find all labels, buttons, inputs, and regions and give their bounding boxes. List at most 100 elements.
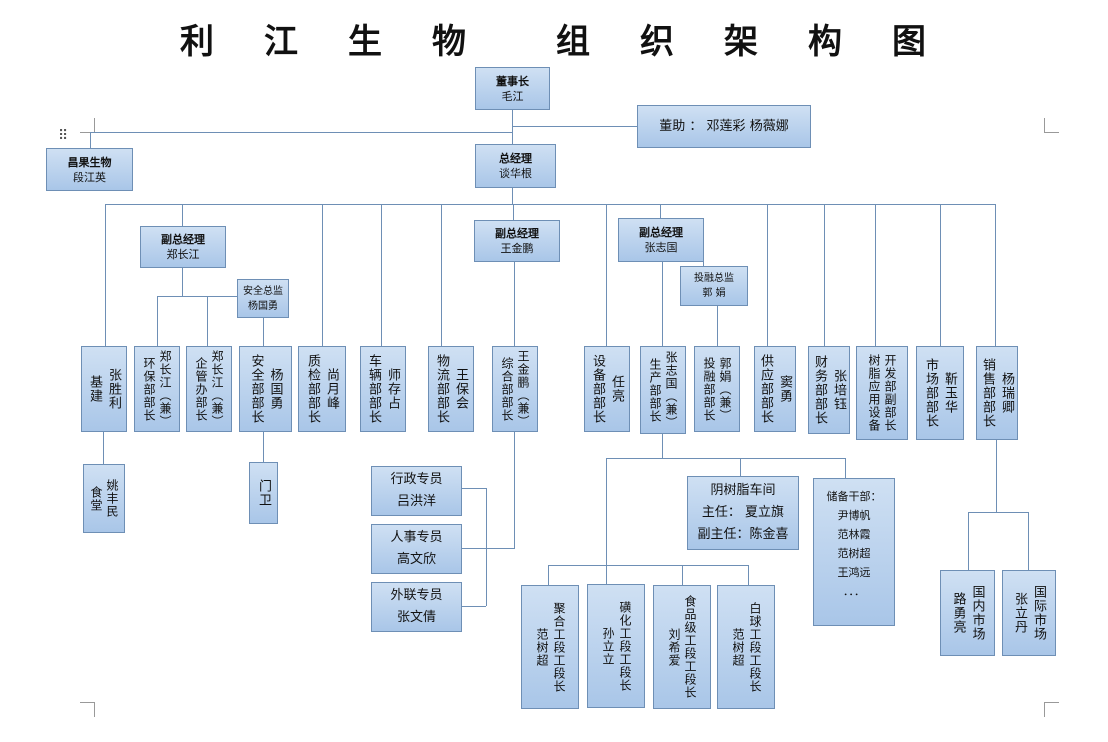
dept-environment[interactable]: 郑长江（兼）环保部部长	[134, 346, 180, 432]
dept-title: 基建	[87, 375, 102, 403]
person-name: 姚丰民	[105, 479, 119, 518]
connector	[845, 458, 846, 478]
dept-title: 门卫	[256, 479, 271, 507]
section-lead: 范树超	[535, 627, 549, 667]
dept-marketing[interactable]: 靳玉华市场部部长	[916, 346, 964, 440]
person-name: 杨国勇	[248, 300, 278, 312]
section-title: 食品级工段工段长	[683, 595, 697, 699]
crop-mark	[80, 702, 95, 717]
connector	[996, 440, 997, 512]
vice-gm-zhang-box[interactable]: 副总经理 张志国	[618, 218, 704, 262]
pr-specialist-box[interactable]: 外联专员 张文倩	[371, 582, 462, 632]
dept-supply[interactable]: 窦勇供应部部长	[754, 346, 796, 432]
person-name: 张文倩	[396, 610, 436, 625]
connector	[1028, 512, 1029, 570]
dept-logistics[interactable]: 王保会物流部部长	[428, 346, 474, 432]
reserve-title: 储备干部：	[826, 490, 882, 503]
resin-workshop-box[interactable]: 阴树脂车间 主任： 夏立旗 副主任：陈金喜	[687, 476, 799, 550]
section-food-grade[interactable]: 食品级工段工段长刘希爱	[653, 585, 711, 709]
dept-person: 师存占	[385, 368, 400, 410]
connector	[513, 204, 514, 220]
dept-person: 开发部副部长	[883, 354, 897, 432]
connector	[263, 432, 264, 462]
connector	[940, 204, 941, 346]
dept-title: 安全部部长	[248, 354, 264, 424]
person-name: 张志国	[644, 241, 678, 254]
dept-title: 供应部部长	[758, 354, 773, 424]
connector	[662, 262, 663, 346]
connector	[182, 204, 183, 226]
safety-director-box[interactable]: 安全总监 杨国勇	[237, 279, 289, 318]
reserve-name: 范树超	[837, 547, 871, 560]
canteen-box[interactable]: 姚丰民食堂	[83, 464, 125, 533]
vice-gm-wang-box[interactable]: 副总经理 王金鹏	[474, 220, 560, 262]
section-title: 聚合工段工段长	[552, 601, 566, 693]
assistant-text: 董助 ： 邓莲彩 杨薇娜	[659, 119, 789, 134]
dept-person: 张志国（兼）	[664, 351, 678, 429]
section-lead: 刘希爱	[667, 627, 681, 667]
connector	[90, 132, 512, 133]
connector	[157, 296, 237, 297]
finance-director-box[interactable]: 投融总监 郭 娟	[680, 266, 748, 306]
connector	[512, 126, 637, 127]
section-title: 磺化工段工段长	[618, 600, 632, 692]
dept-vehicles[interactable]: 师存占车辆部部长	[360, 346, 406, 432]
section-polymerization[interactable]: 聚合工段工段长范树超	[521, 585, 579, 709]
dept-person: 靳玉华	[942, 372, 957, 414]
connector	[606, 458, 607, 562]
workshop-director: 主任： 夏立旗	[701, 505, 785, 520]
dept-person: 郭娟（兼）	[718, 356, 732, 422]
international-market-box[interactable]: 国际市场张立丹	[1002, 570, 1056, 656]
dept-general-affairs[interactable]: 王金鹏（兼）综合部部长	[492, 346, 538, 432]
section-lead: 孙立立	[601, 626, 615, 666]
drag-handle-icon[interactable]: ⠿	[58, 128, 69, 144]
dept-title: 车辆部部长	[366, 354, 381, 424]
dept-enterprise-mgmt[interactable]: 郑长江（兼）企管办部长	[186, 346, 232, 432]
dept-person: 任亮	[609, 375, 624, 403]
dept-equipment[interactable]: 任亮设备部部长	[584, 346, 630, 432]
title-char: 图	[892, 22, 928, 62]
dept-title: 质检部部长	[305, 354, 320, 424]
changguo-box[interactable]: 昌果生物 段江英	[46, 148, 133, 191]
hr-specialist-box[interactable]: 人事专员 高文欣	[371, 524, 462, 574]
dept-infrastructure[interactable]: 张胜利基建	[81, 346, 127, 432]
connector	[207, 296, 208, 346]
dept-investment[interactable]: 郭娟（兼）投融部部长	[694, 346, 740, 432]
dept-finance[interactable]: 张培钰财务部部长	[808, 346, 850, 434]
role-title: 安全总监	[243, 285, 283, 297]
assistant-box[interactable]: 董助 ： 邓莲彩 杨薇娜	[637, 105, 811, 148]
dept-person: 王保会	[453, 368, 468, 410]
vice-gm-zheng-box[interactable]: 副总经理 郑长江	[140, 226, 226, 268]
admin-specialist-box[interactable]: 行政专员 吕洪洋	[371, 466, 462, 516]
dept-quality[interactable]: 尚月峰质检部部长	[298, 346, 346, 432]
connector	[662, 434, 663, 458]
general-manager-box[interactable]: 总经理 谈华根	[475, 144, 556, 188]
connector	[968, 512, 1028, 513]
dept-title: 综合部部长	[500, 356, 514, 422]
connector	[105, 204, 106, 346]
section-title: 白球工段工段长	[748, 601, 762, 693]
chairman-box[interactable]: 董事长 毛江	[475, 67, 550, 110]
section-sulfonation[interactable]: 磺化工段工段长孙立立	[587, 584, 645, 708]
dept-person: 郑长江（兼）	[210, 350, 224, 428]
role-title: 行政专员	[390, 472, 443, 487]
section-white-ball[interactable]: 白球工段工段长范树超	[717, 585, 775, 709]
connector	[512, 188, 513, 204]
dept-sales[interactable]: 杨瑞卿销售部部长	[976, 346, 1018, 440]
dept-production[interactable]: 张志国（兼）生产部部长	[640, 346, 686, 434]
connector	[462, 606, 486, 607]
dept-resin-development[interactable]: 开发部副部长树脂应用设备	[856, 346, 908, 440]
dept-person: 郑长江（兼）	[158, 350, 172, 428]
role-title: 董事长	[496, 74, 529, 88]
reserve-cadres-box[interactable]: 储备干部： 尹博帆 范林霞 范树超 王鸿远 ．．．	[813, 478, 895, 626]
role-title: 副总经理	[161, 233, 205, 246]
connector	[606, 458, 846, 459]
title-char: 组	[556, 22, 592, 62]
gatekeeper-box[interactable]: 门卫	[249, 462, 278, 524]
dept-title: 设备部部长	[590, 354, 605, 424]
dept-safety[interactable]: 杨国勇安全部部长	[239, 346, 292, 432]
reserve-name: 王鸿远	[837, 566, 871, 579]
dept-person: 张胜利	[106, 368, 121, 410]
connector	[824, 204, 825, 346]
domestic-market-box[interactable]: 国内市场路勇亮	[940, 570, 995, 656]
